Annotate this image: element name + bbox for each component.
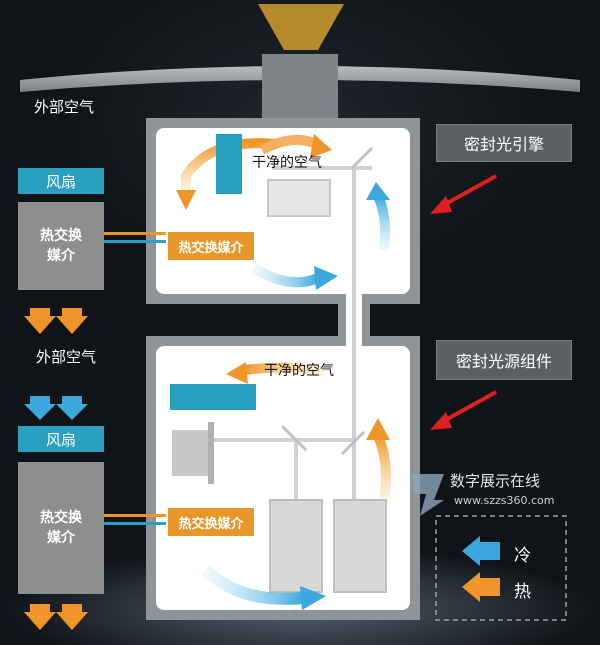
light-fan-block: [170, 384, 256, 410]
light-source-label: 密封光源组件: [436, 340, 572, 380]
fan-bottom: 风扇: [18, 426, 104, 452]
light-hot-arrow: [243, 362, 326, 377]
outside-air-top: 外部空气: [34, 98, 95, 116]
legend-hot-label: 热: [514, 582, 531, 602]
left-hot-arrow-2: [56, 308, 88, 334]
light-hot-arrow-up: [373, 434, 391, 501]
left-hot-arrow-4: [56, 604, 88, 630]
engine-clean-air: 干净的空气: [252, 155, 322, 171]
light-cold-arrow: [201, 565, 305, 605]
watermark-logo: [412, 474, 444, 516]
engine-cold-arrow: [251, 263, 320, 288]
left-hot-arrow-3: [24, 604, 56, 630]
watermark-url: www.szzs360.com: [454, 494, 555, 507]
left-cold-arrow-2: [56, 396, 88, 420]
lens-shape: [258, 4, 344, 50]
light-medium: 热交换媒介: [168, 508, 254, 536]
light-module-right: [333, 499, 387, 593]
engine-medium: 热交换媒介: [168, 232, 254, 260]
light-clean-air: 干净的空气: [264, 363, 334, 379]
legend-frame: [435, 515, 567, 621]
heat-exchanger-top: 热交换 媒介: [18, 202, 104, 290]
heat-exchanger-bottom: 热交换 媒介: [18, 462, 104, 594]
left-cold-arrow-1: [24, 396, 56, 420]
legend-cold-label: 冷: [514, 546, 531, 566]
fan-top: 风扇: [18, 168, 104, 194]
left-hot-arrow-1: [24, 308, 56, 334]
lens-mount: [262, 54, 338, 124]
engine-label: 密封光引擎: [436, 124, 572, 162]
light-module-left: [269, 499, 323, 593]
legend-hot-arrow: [462, 572, 500, 602]
legend-cold-arrow: [462, 536, 500, 566]
outside-air-mid: 外部空气: [36, 348, 97, 366]
engine-fan-block: [216, 134, 242, 194]
watermark-name: 数字展示在线: [450, 472, 541, 490]
